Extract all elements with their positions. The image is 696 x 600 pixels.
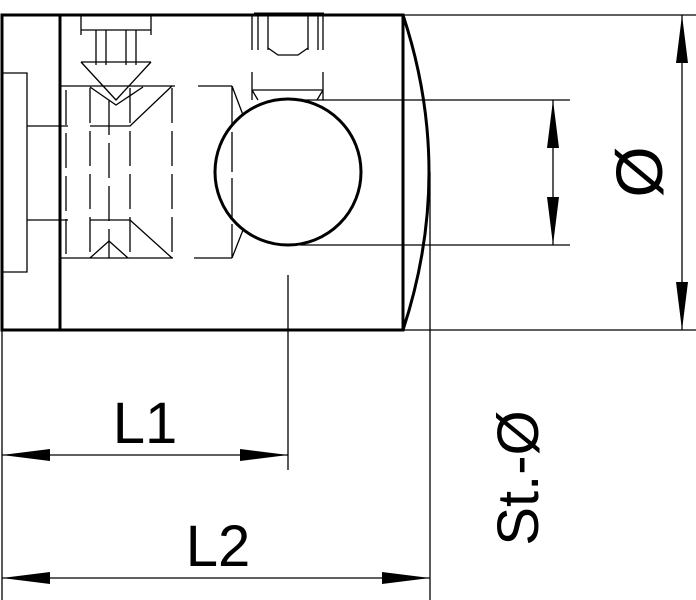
diameter-label: Ø (602, 146, 676, 197)
arrowheads (2, 15, 688, 584)
l1-label: L1 (113, 391, 178, 456)
l2-label: L2 (186, 514, 251, 579)
part-body (0, 13, 431, 332)
dimension-lines (1, 14, 696, 600)
cross-hole (213, 97, 363, 247)
rod-diameter-label: St.-Ø (486, 410, 551, 545)
hidden-lines (60, 12, 324, 259)
